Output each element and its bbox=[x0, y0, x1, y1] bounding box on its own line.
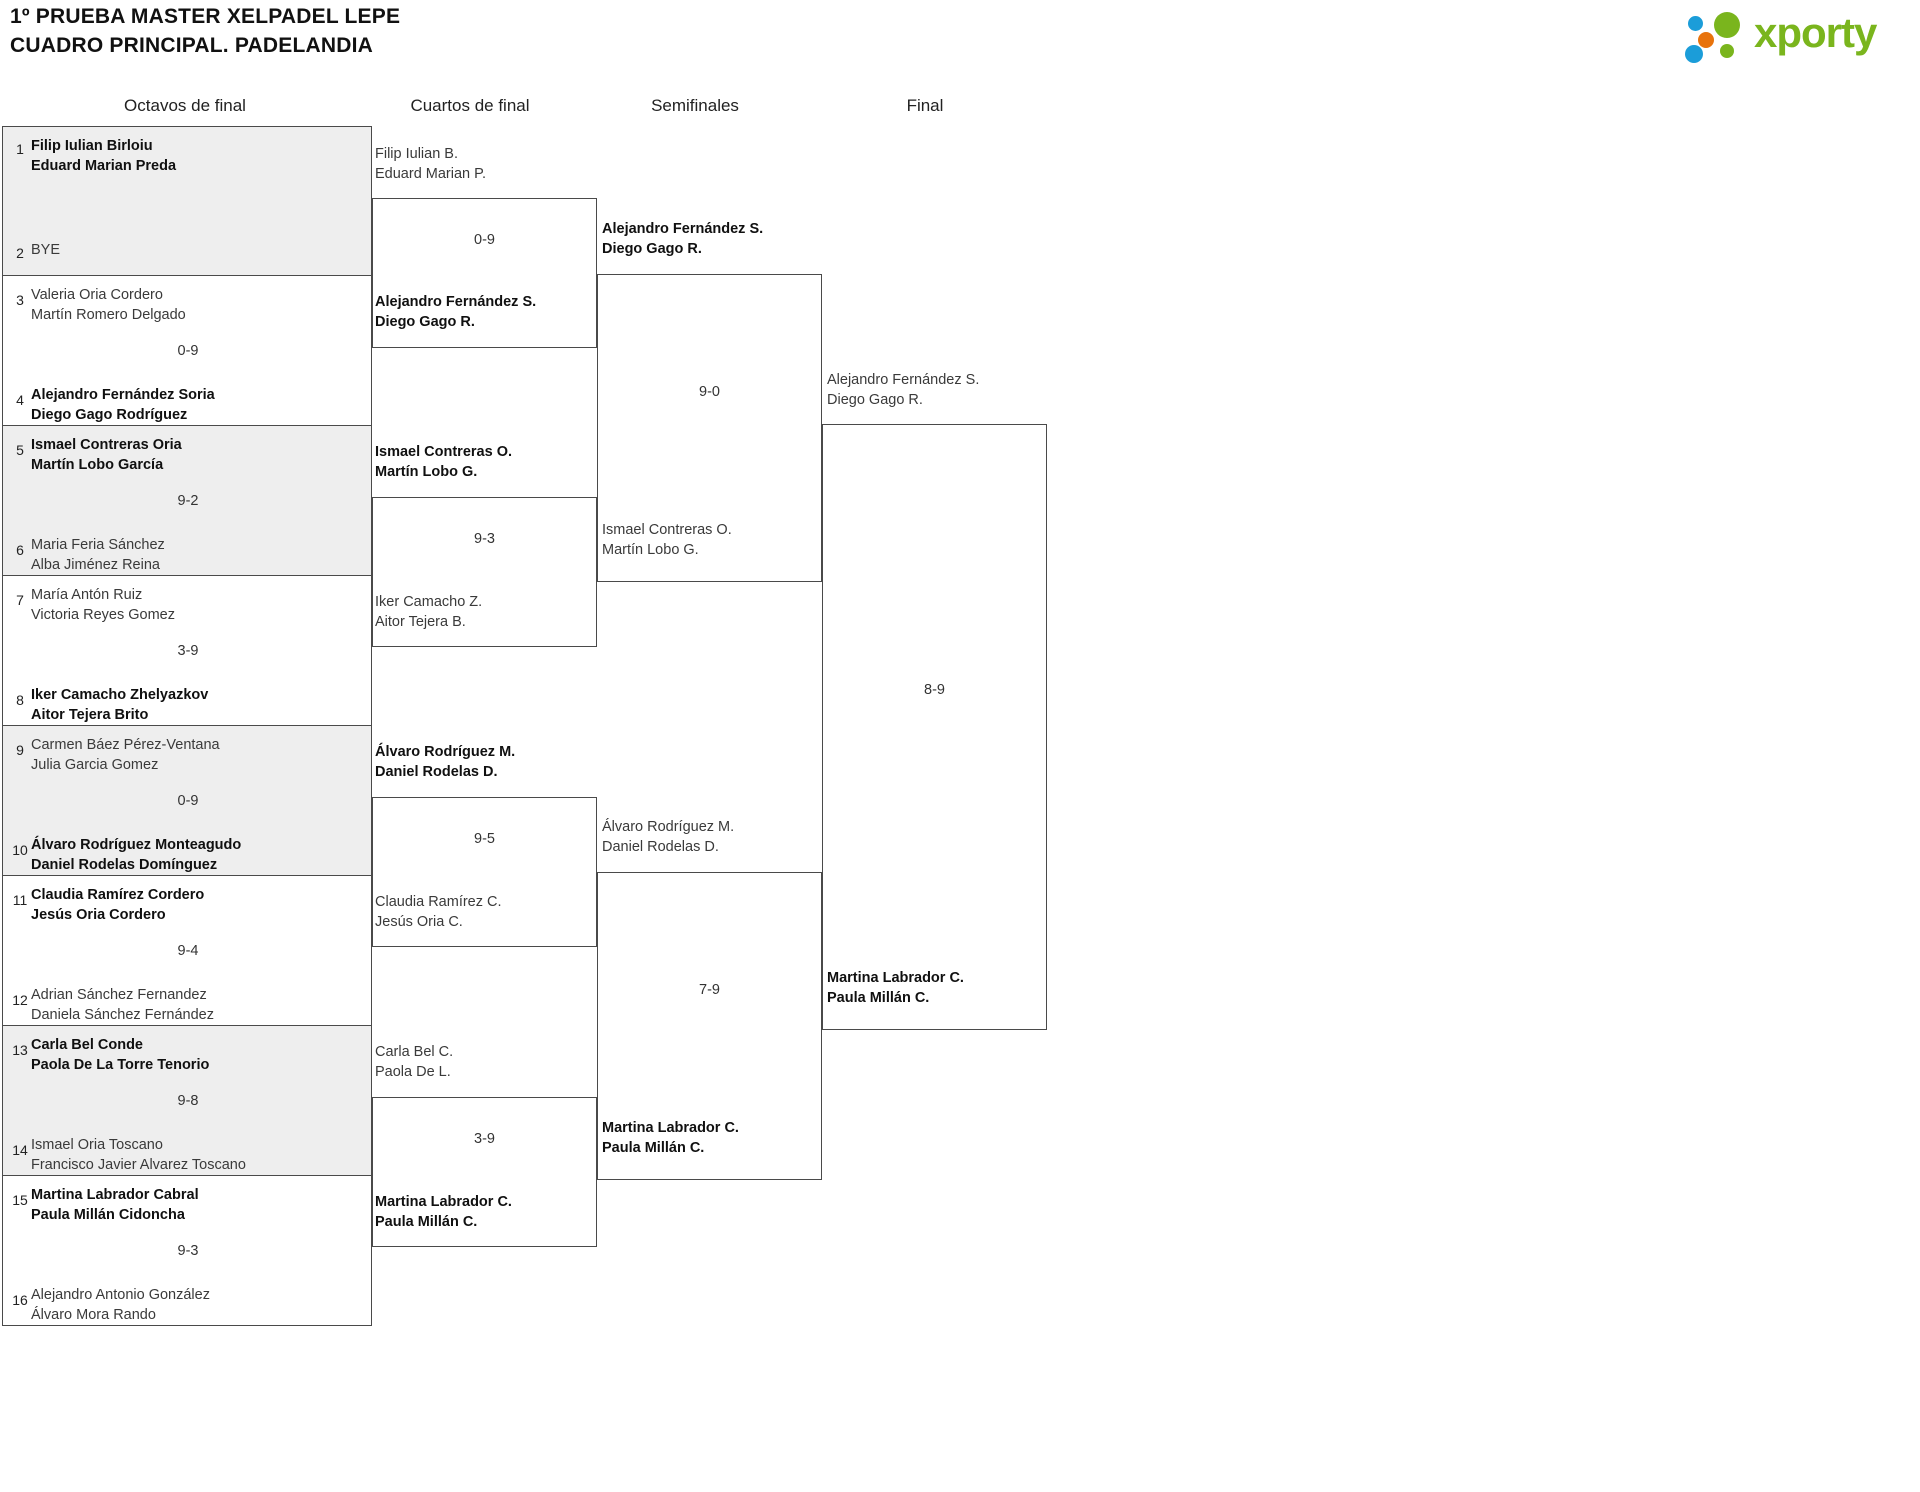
r3-match-box-1[interactable] bbox=[597, 274, 822, 582]
r4-match-score-1: 8-9 bbox=[924, 682, 945, 698]
r2-team-bottom-4: Martina Labrador C.Paula Millán C. bbox=[375, 1194, 512, 1230]
seed-number: 12 bbox=[12, 992, 28, 1008]
round-header-final: Final bbox=[906, 96, 944, 115]
r2-match-box-1[interactable] bbox=[372, 198, 597, 348]
seed-number: 15 bbox=[12, 1192, 28, 1208]
match-score: 9-2 bbox=[177, 493, 199, 509]
r3-team-bottom-2: Martina Labrador C.Paula Millán C. bbox=[602, 1120, 739, 1156]
seed-number: 14 bbox=[12, 1142, 28, 1158]
r3-team-bottom-1: Ismael Contreras O.Martín Lobo G. bbox=[602, 522, 732, 558]
seed-number: 8 bbox=[16, 692, 24, 708]
r2-match-box-3[interactable] bbox=[372, 797, 597, 947]
r2-team-top-4: Carla Bel C.Paola De L. bbox=[375, 1044, 454, 1080]
r2-team-top-2: Ismael Contreras O.Martín Lobo G. bbox=[375, 444, 512, 480]
r2-match-score-3: 9-5 bbox=[474, 831, 495, 847]
round-header-semifinales: Semifinales bbox=[651, 96, 739, 115]
team-name: BYE bbox=[31, 242, 61, 258]
page-title: 1º PRUEBA MASTER XELPADEL LEPE CUADRO PR… bbox=[10, 2, 400, 60]
tournament-title-line2: CUADRO PRINCIPAL. PADELANDIA bbox=[10, 34, 373, 57]
r4-team-bottom-1: Martina Labrador C.Paula Millán C. bbox=[827, 970, 964, 1006]
r3-team-top-2: Álvaro Rodríguez M.Daniel Rodelas D. bbox=[602, 819, 735, 855]
r2-match-score-4: 3-9 bbox=[474, 1131, 495, 1147]
r3-match-score-1: 9-0 bbox=[699, 384, 720, 400]
logo-dot-orange bbox=[1698, 32, 1714, 48]
seed-number: 7 bbox=[16, 592, 24, 608]
seed-number: 4 bbox=[16, 392, 24, 408]
seed-number: 16 bbox=[12, 1292, 28, 1308]
xporty-logo: xporty bbox=[1676, 8, 1906, 63]
r2-match-box-4[interactable] bbox=[372, 1097, 597, 1247]
r2-match-box-2[interactable] bbox=[372, 497, 597, 647]
r4-match-box-1[interactable] bbox=[822, 424, 1047, 1030]
r2-match-score-2: 9-3 bbox=[474, 531, 495, 547]
seed-number: 10 bbox=[12, 842, 28, 858]
logo-wordmark: xporty bbox=[1754, 9, 1877, 56]
r2-match-score-1: 0-9 bbox=[474, 232, 495, 248]
r3-match-box-2[interactable] bbox=[597, 872, 822, 1180]
match-score: 9-8 bbox=[177, 1093, 199, 1109]
r2-team-bottom-3: Claudia Ramírez C.Jesús Oria C. bbox=[375, 894, 502, 930]
match-score: 9-4 bbox=[177, 943, 199, 959]
round-header-octavos: Octavos de final bbox=[124, 96, 246, 115]
r2-team-top-1: Filip Iulian B.Eduard Marian P. bbox=[375, 146, 486, 182]
match-score: 9-3 bbox=[177, 1243, 199, 1259]
seed-number: 5 bbox=[16, 442, 24, 458]
match-score: 0-9 bbox=[177, 793, 199, 809]
logo-dot-blue-bot bbox=[1685, 45, 1703, 63]
seed-number: 9 bbox=[16, 742, 24, 758]
seed-number: 11 bbox=[12, 892, 28, 908]
seed-number: 2 bbox=[16, 245, 24, 261]
logo-dot-green-sm bbox=[1720, 44, 1734, 58]
r4-team-top-1: Alejandro Fernández S.Diego Gago R. bbox=[827, 372, 980, 408]
seed-number: 3 bbox=[16, 292, 24, 308]
r2-team-top-3: Álvaro Rodríguez M.Daniel Rodelas D. bbox=[375, 744, 516, 780]
logo-dot-green-big bbox=[1714, 12, 1740, 38]
r2-team-bottom-1: Alejandro Fernández S.Diego Gago R. bbox=[375, 294, 537, 330]
match-score: 3-9 bbox=[177, 643, 199, 659]
r3-team-top-1: Alejandro Fernández S.Diego Gago R. bbox=[602, 221, 764, 257]
r2-team-bottom-2: Iker Camacho Z.Aitor Tejera B. bbox=[375, 594, 483, 630]
r3-match-score-2: 7-9 bbox=[699, 982, 720, 998]
seed-number: 1 bbox=[16, 141, 24, 157]
logo-dot-blue-top bbox=[1688, 16, 1703, 31]
tournament-title-line1: 1º PRUEBA MASTER XELPADEL LEPE bbox=[10, 5, 401, 28]
round-header-cuartos: Cuartos de final bbox=[410, 96, 530, 115]
seed-number: 6 bbox=[16, 542, 24, 558]
seed-number: 13 bbox=[12, 1042, 28, 1058]
match-score: 0-9 bbox=[177, 343, 199, 359]
